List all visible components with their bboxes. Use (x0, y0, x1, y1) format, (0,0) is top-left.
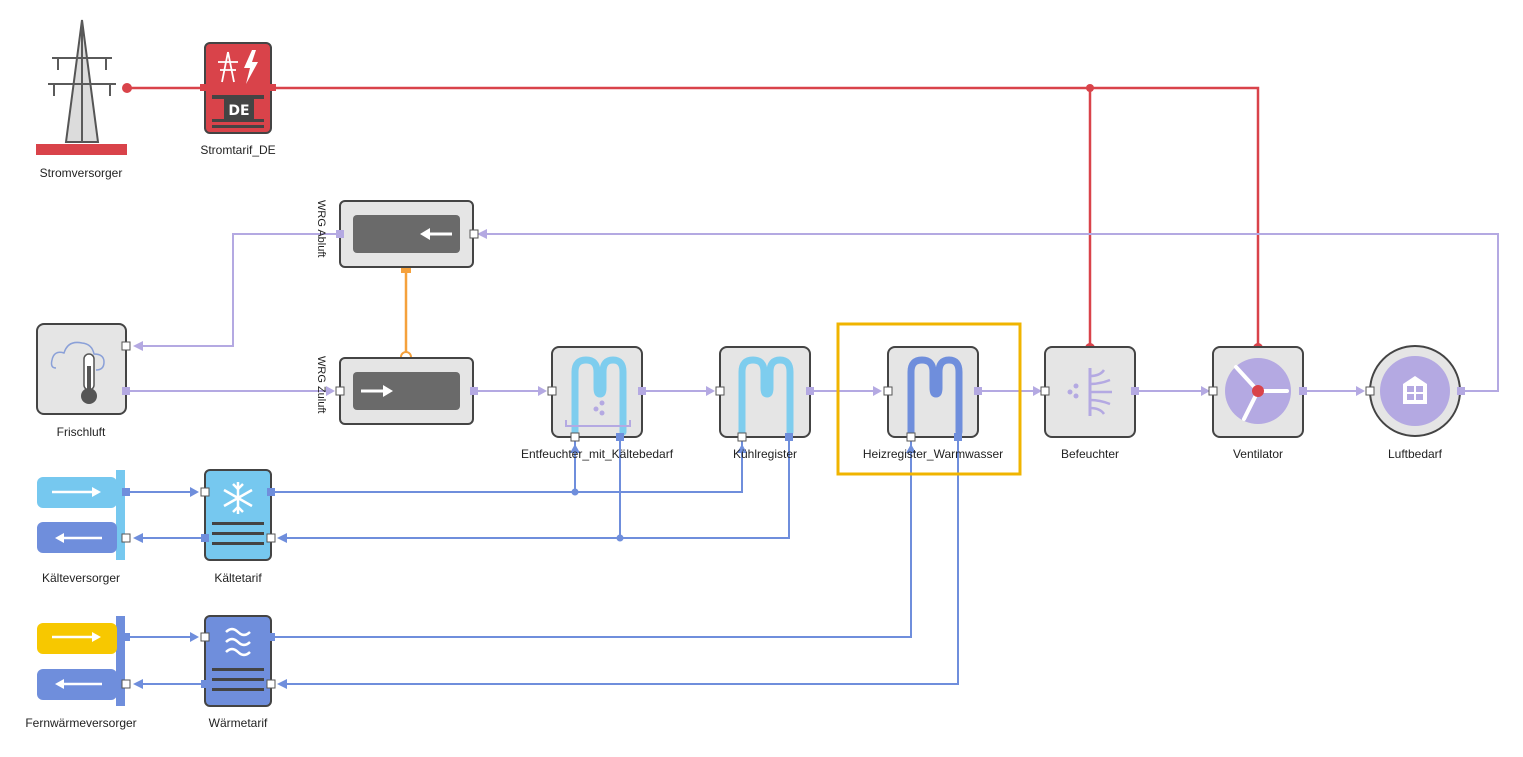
stromversorger-label: Stromversorger (40, 166, 123, 180)
arrow-left-icon (420, 228, 452, 240)
frischluft-block[interactable] (36, 323, 131, 415)
frischluft-label: Frischluft (57, 425, 106, 439)
befeuchter-label: Befeuchter (1061, 447, 1119, 461)
stromtarif-label: Stromtarif_DE (200, 143, 275, 157)
luftbedarf-label: Luftbedarf (1388, 447, 1443, 461)
air-arrowheads (133, 229, 1365, 396)
kuehlregister-block[interactable] (715, 346, 814, 442)
building-icon (1403, 376, 1427, 404)
fernwaermeversorger-block[interactable] (37, 616, 131, 706)
selection-highlight (836, 322, 1022, 476)
stromtarif-block[interactable]: DE (200, 42, 276, 134)
cold-flow-to-coils (271, 437, 743, 493)
heizregister-label: Heizregister_Warmwasser (863, 447, 1003, 461)
ventilator-label: Ventilator (1233, 447, 1283, 461)
humidifier-icon (1067, 368, 1112, 416)
befeuchter-block[interactable] (1040, 346, 1139, 438)
luftbedarf-block[interactable] (1365, 345, 1465, 437)
electric-junctions (122, 83, 1263, 353)
kaelteversorger-label: Kälteversorger (42, 571, 120, 585)
arrow-right-icon (361, 385, 393, 397)
waermetarif-label: Wärmetarif (209, 716, 268, 730)
kaeltetarif-block[interactable] (200, 469, 276, 561)
fan-icon (1225, 358, 1291, 424)
air-connections[interactable] (127, 233, 1499, 392)
water-junctions (571, 488, 624, 542)
electricity-tariff-icon: DE (212, 50, 264, 128)
water-connections[interactable] (127, 437, 959, 685)
stromversorger-block[interactable] (36, 19, 127, 155)
air-return-to-wrg-abluft (484, 233, 1499, 392)
ground-bar (36, 144, 127, 155)
fernwaermeversorger-label: Fernwärmeversorger (25, 716, 136, 730)
cold-supply-icon (52, 487, 102, 543)
cooling-coil-icon (738, 356, 794, 436)
entfeuchter-label: Entfeuchter_mit_Kältebedarf (521, 447, 674, 461)
water-drops-icon (593, 400, 605, 416)
heating-coil-icon (907, 356, 963, 436)
cold-return-from-coils (284, 437, 790, 539)
kaeltetarif-label: Kältetarif (214, 571, 262, 585)
heat-return-from-heizregister (284, 437, 959, 685)
heat-wave-tariff-icon (212, 627, 264, 691)
heat-flow-to-heizregister (271, 437, 912, 638)
wrg-abluft-label: WRG Abluft (315, 200, 327, 257)
water-arrowheads (133, 444, 916, 689)
wrg-abluft-block[interactable] (336, 200, 479, 268)
tariff-country-tag: DE (228, 103, 249, 119)
wrg-zuluft-block[interactable] (335, 357, 478, 425)
heizregister-block[interactable] (883, 346, 982, 442)
kaelteversorger-block[interactable] (37, 470, 131, 560)
snowflake-tariff-icon (212, 482, 264, 545)
dehumidifier-coil-icon (571, 356, 627, 436)
entfeuchter-block[interactable] (547, 346, 646, 442)
ventilator-block[interactable] (1208, 346, 1307, 438)
weather-thermometer-icon (50, 341, 105, 404)
power-pylon-icon (48, 19, 116, 143)
kuehlregister-label: Kühlregister (733, 447, 797, 461)
wrg-zuluft-label: WRG Zuluft (315, 356, 327, 413)
wire-branch-to-fan (1090, 86, 1260, 348)
district-heat-supply-icon (52, 632, 102, 689)
air-wrg-abluft-to-frischluft (140, 233, 340, 347)
waermetarif-block[interactable] (200, 615, 276, 707)
